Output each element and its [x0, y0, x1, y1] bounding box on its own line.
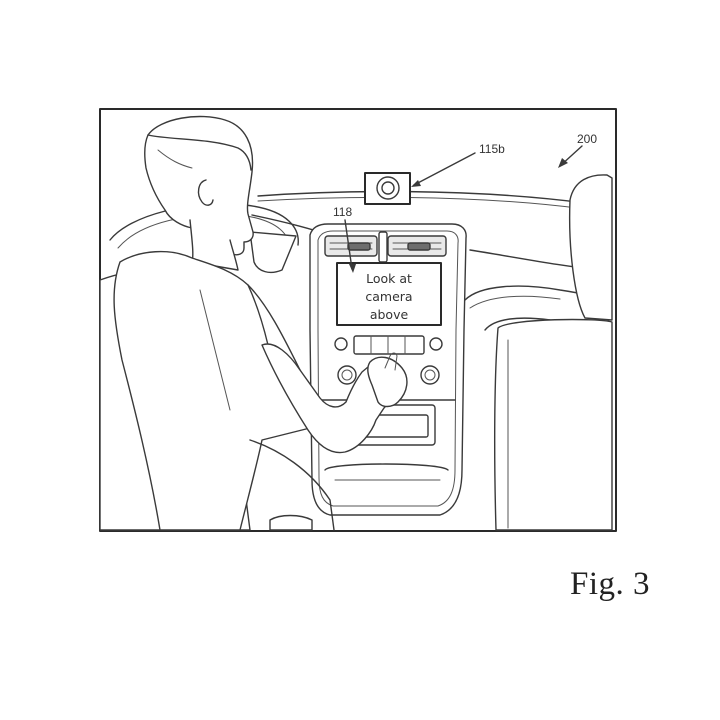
ref-200-arrow [558, 145, 583, 168]
figure-caption: Fig. 3 [570, 566, 651, 602]
ref-115b-leader [411, 152, 476, 187]
ref-118-leader [344, 219, 356, 273]
driver-figure [99, 115, 408, 531]
ref-label-115b: 115b [479, 142, 505, 156]
ref-label-200: 200 [577, 132, 597, 146]
ref-label-118: 118 [333, 205, 352, 219]
display-line-2: camera [365, 289, 412, 304]
display-line-1: Look at [366, 271, 412, 286]
display-line-3: above [370, 307, 409, 322]
infotainment-display [336, 262, 442, 326]
camera-unit [364, 172, 411, 205]
